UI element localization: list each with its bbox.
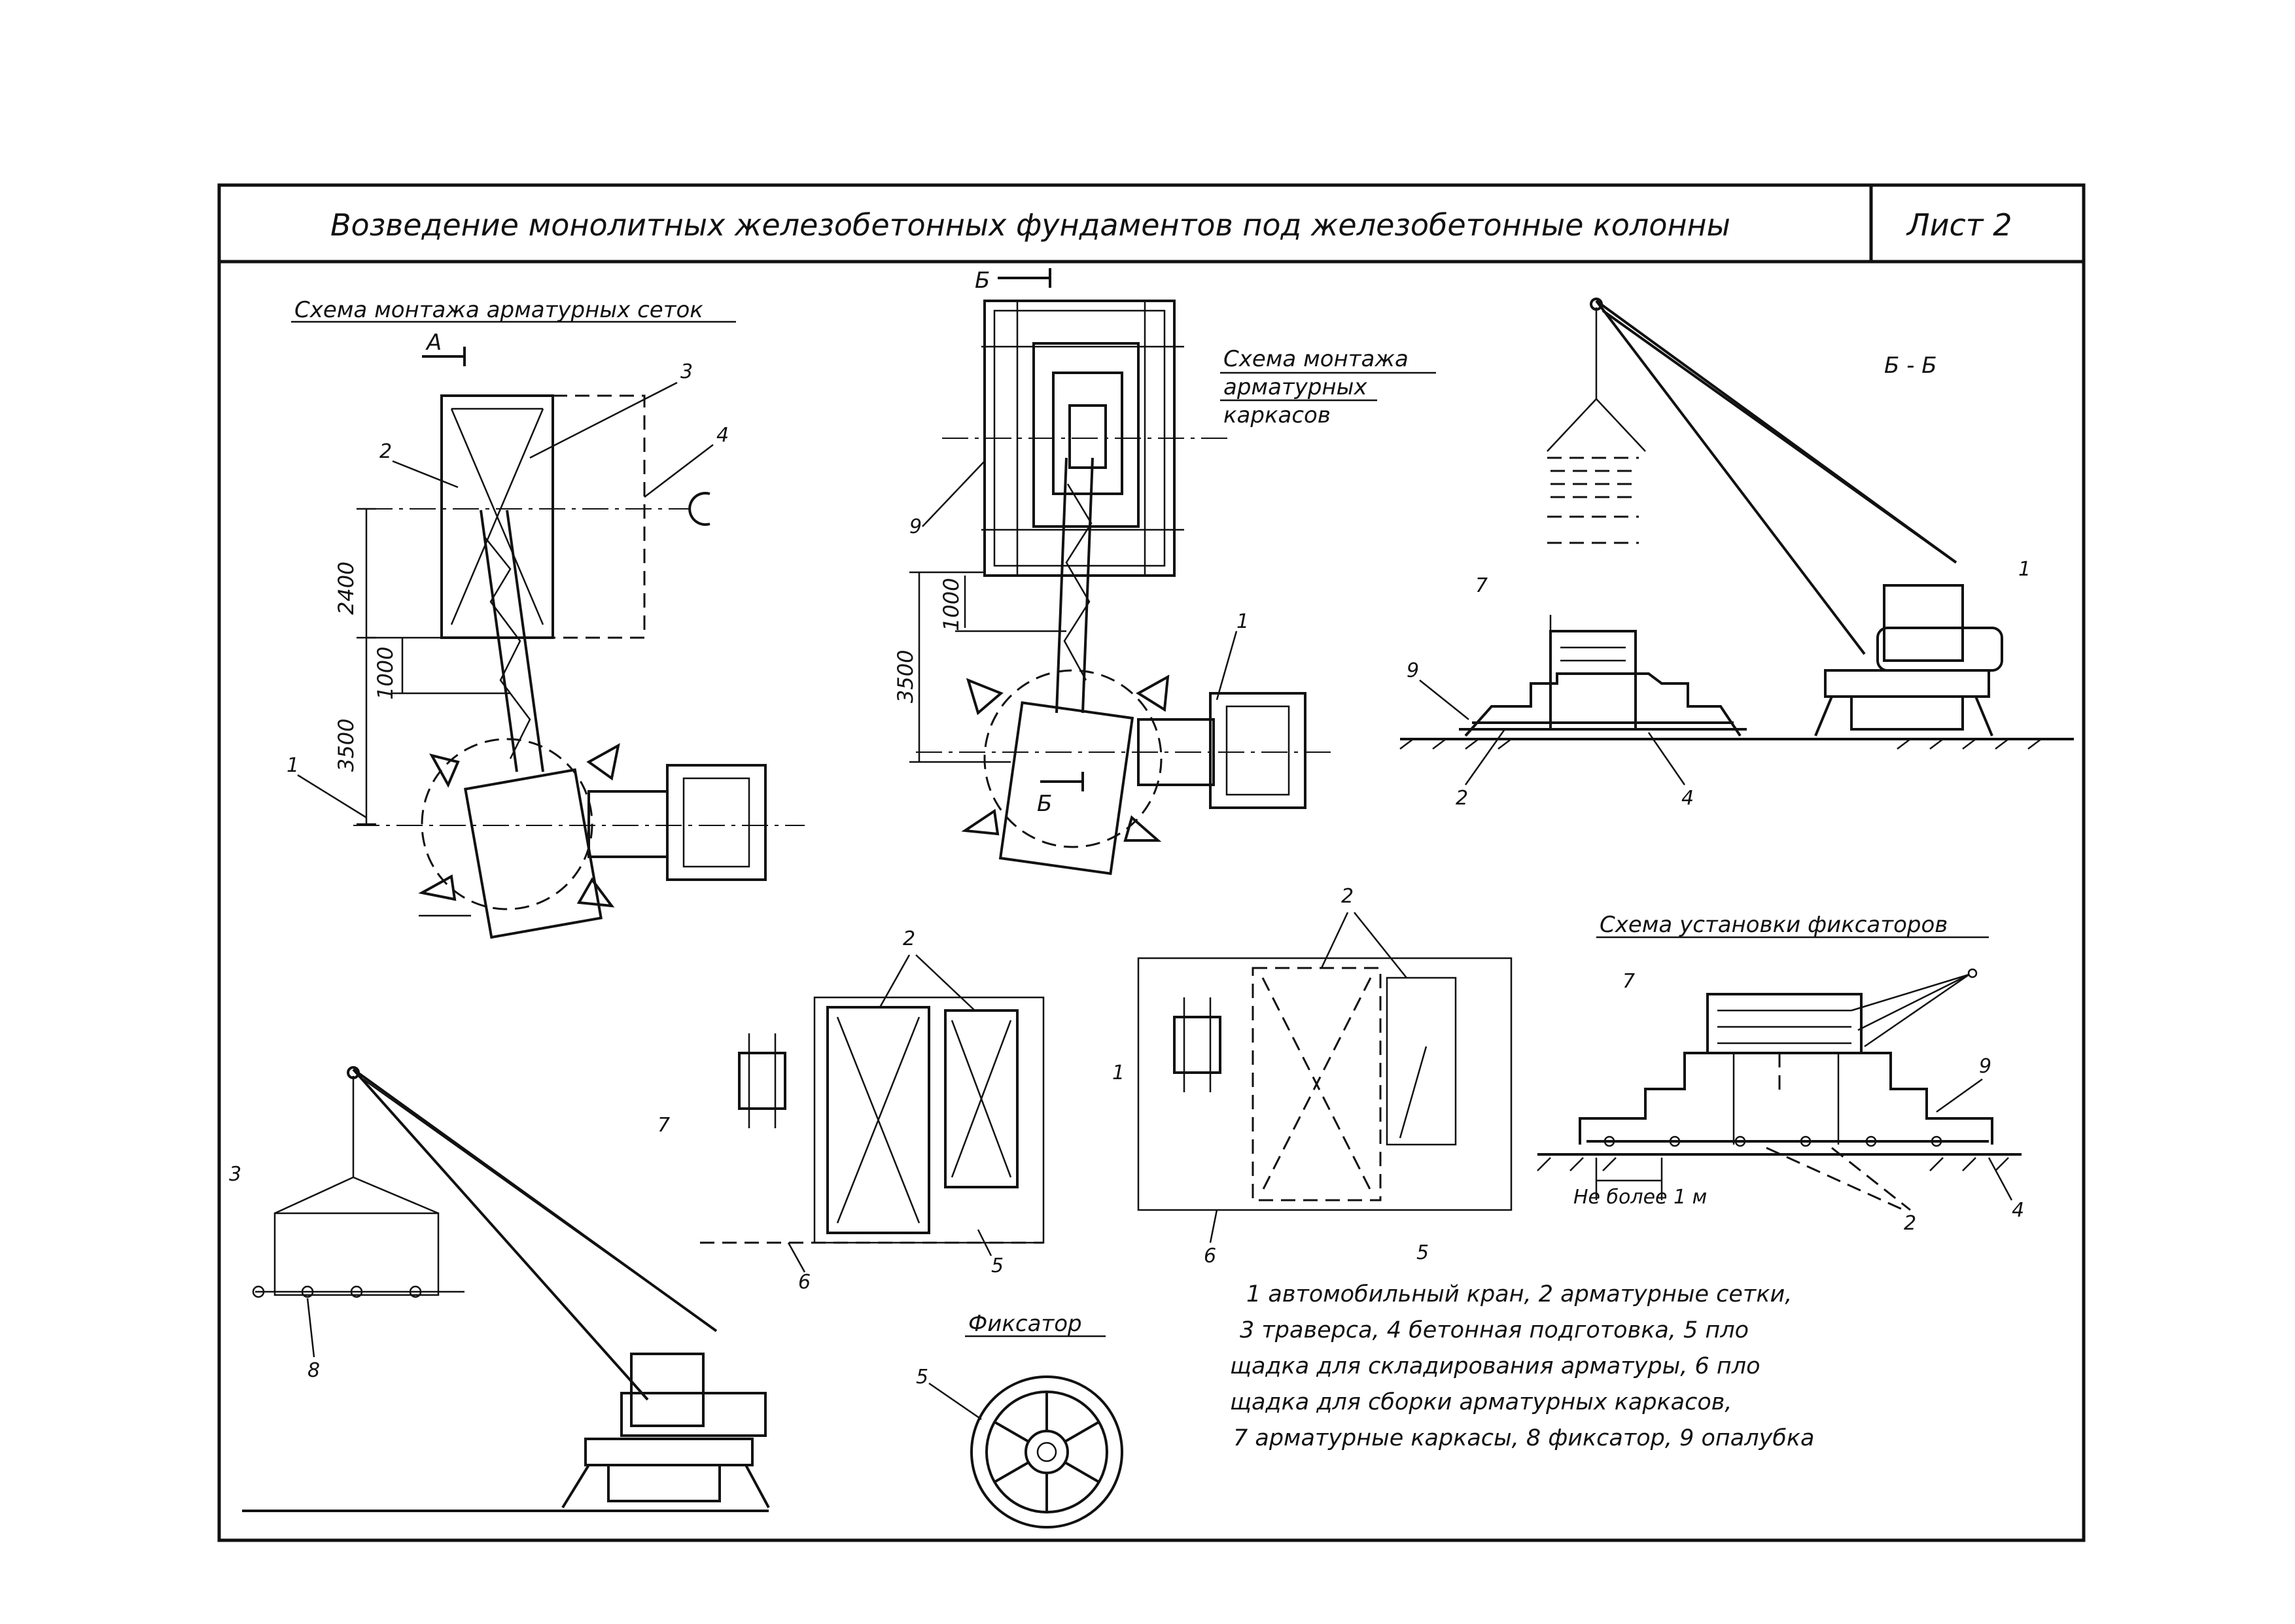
- fixator-detail: Фиксатор 5: [916, 1311, 1123, 1529]
- crane-body-plan-2: [1209, 692, 1306, 809]
- mesh-pos-3: 3: [680, 360, 693, 383]
- legend-line-4: щадка для сборки арматурных каркасов,: [1230, 1389, 1732, 1415]
- mesh-pos-2: 2: [379, 440, 392, 463]
- legend-line-3: щадка для складирования арматуры, 6 пло: [1230, 1353, 1761, 1379]
- sheet-number: Лист 2: [1906, 207, 2012, 243]
- bb-pos-7: 7: [1475, 574, 1488, 597]
- fix-pos-2: 2: [1904, 1212, 1916, 1235]
- crane-pos-8: 8: [307, 1359, 320, 1382]
- rebar-cage-symbol-a: [738, 1052, 786, 1110]
- dim-3500-mesh: 3500: [334, 719, 359, 772]
- fixator-wheel: [970, 1375, 1123, 1529]
- dim-2400: 2400: [334, 562, 359, 615]
- site-b-outline: [1137, 957, 1513, 1211]
- caption-cage-l1: Схема монтажа: [1223, 346, 1409, 372]
- site-b-pos-6: 6: [1204, 1245, 1216, 1268]
- dim-3500-cage: 3500: [893, 650, 918, 703]
- suspended-mesh: [273, 1212, 440, 1296]
- cage-pos-1: 1: [1236, 610, 1249, 633]
- cage-installation-scheme: Б Схема монтажа арматурных каркасов 9 10…: [893, 268, 1436, 875]
- mesh-target-position: [552, 394, 646, 639]
- bb-pos-4: 4: [1681, 787, 1694, 810]
- crane-cab-elev: [1883, 584, 1964, 662]
- legend: 1 автомобильный кран, 2 арматурные сетки…: [1230, 1281, 1814, 1451]
- crane-cab-elev-2: [630, 1353, 705, 1427]
- site-b-pos-5: 5: [1416, 1241, 1429, 1264]
- section-bb: Б - Б 1 7 9 2 4: [1399, 298, 2074, 810]
- sheet-frame: [217, 183, 2086, 1542]
- drawing-title: Возведение монолитных железобетонных фун…: [330, 207, 1730, 243]
- section-bb-caption: Б - Б: [1884, 353, 1937, 379]
- legend-line-5: 7 арматурные каркасы, 8 фиксатор, 9 опал…: [1233, 1425, 1814, 1451]
- section-mark-a: А: [425, 330, 442, 356]
- site-a-pos-7: 7: [657, 1114, 670, 1137]
- crane-body-plan: [666, 764, 767, 881]
- fixators-installation-scheme: Схема установки фиксаторов 7 9 Не более …: [1537, 912, 2024, 1235]
- fix-pos-7: 7: [1622, 970, 1635, 993]
- crane-pos-3: 3: [229, 1163, 241, 1186]
- crane-cab-plan: [464, 768, 603, 939]
- site-b-pos-2: 2: [1341, 885, 1354, 908]
- rebar-cage-symbol-b: [1173, 1016, 1221, 1074]
- mesh-installation-scheme: Схема монтажа арматурных сеток А 2400 10…: [287, 297, 805, 939]
- section-mark-b-top: Б: [975, 268, 990, 294]
- mesh-pos-4: 4: [716, 424, 729, 447]
- caption-cage-l2: арматурных: [1223, 374, 1367, 400]
- mesh-pos-1: 1: [287, 754, 299, 777]
- fix-pos-4: 4: [2012, 1199, 2024, 1222]
- bb-pos-1: 1: [2018, 558, 2031, 581]
- mesh-scheme-caption: Схема монтажа арматурных сеток: [294, 297, 703, 323]
- foundation-section: [1464, 672, 1742, 737]
- fixator-caption: Фиксатор: [968, 1311, 1082, 1337]
- legend-line-2: 3 траверса, 4 бетонная подготовка, 5 пло: [1240, 1317, 1749, 1343]
- fixators-scheme-caption: Схема установки фиксаторов: [1600, 912, 1948, 938]
- fixator-pos-5: 5: [916, 1366, 928, 1389]
- fix-pos-9: 9: [1979, 1055, 1991, 1078]
- fix-limit-note: Не более 1 м: [1573, 1186, 1707, 1209]
- bb-pos-2: 2: [1456, 787, 1468, 810]
- site-a-pos-2: 2: [903, 927, 915, 950]
- crane-cab-plan-2: [998, 701, 1134, 875]
- section-mark-b-bottom: Б: [1037, 791, 1052, 817]
- legend-line-1: 1 автомобильный кран, 2 арматурные сетки…: [1246, 1281, 1792, 1307]
- crane-mesh-elevation: 3 8: [229, 1066, 770, 1512]
- bb-pos-9: 9: [1407, 659, 1419, 682]
- site-b-pos-1: 1: [1112, 1062, 1125, 1084]
- crane-body-elev: [1876, 627, 2003, 672]
- assembly-site-b: 1 2 6 5: [1112, 885, 1513, 1268]
- cage-pos-9: 9: [909, 515, 922, 538]
- stepped-foundation: [1579, 1052, 1993, 1145]
- storage-site-a: 7 2 6 5: [657, 927, 1045, 1294]
- dim-1000-cage: 1000: [939, 578, 964, 631]
- site-a-pos-5: 5: [991, 1254, 1004, 1277]
- dim-1000-mesh: 1000: [373, 647, 398, 700]
- site-a-pos-6: 6: [798, 1271, 811, 1294]
- caption-cage-l3: каркасов: [1223, 402, 1331, 428]
